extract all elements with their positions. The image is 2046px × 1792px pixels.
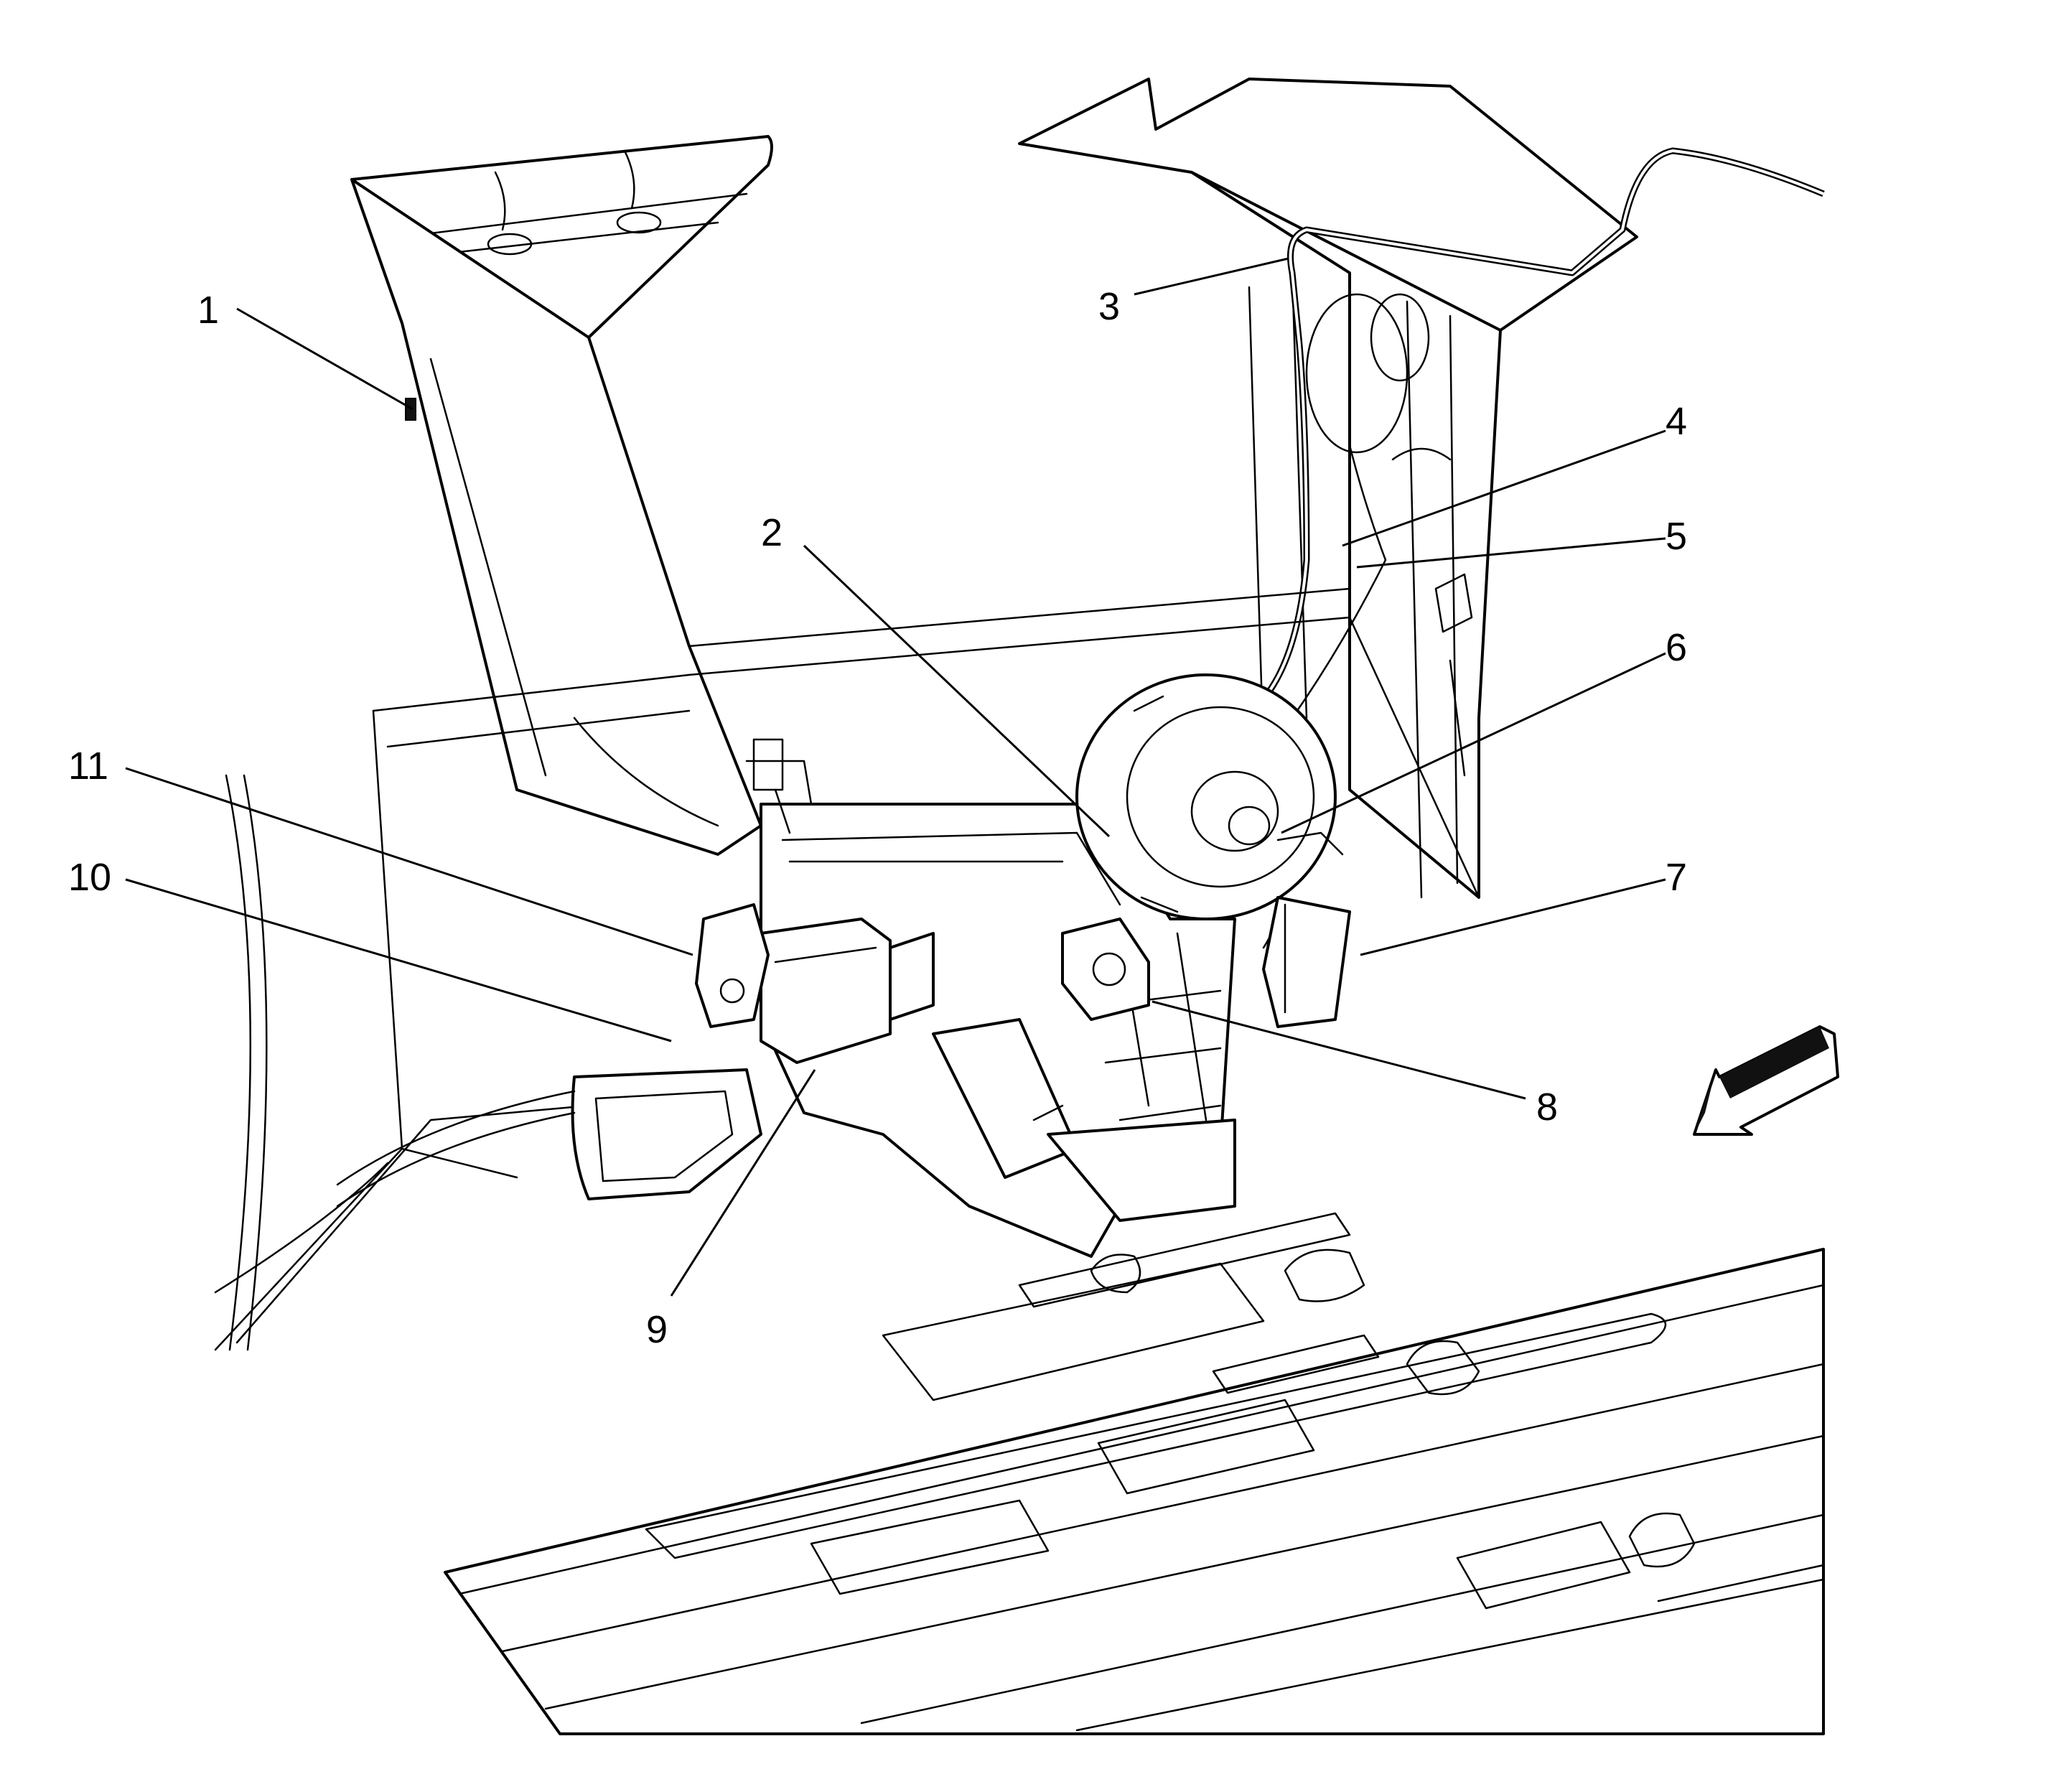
callout-4: 4 bbox=[1666, 400, 1687, 443]
callout-11: 11 bbox=[68, 745, 108, 788]
right-cowl-panel bbox=[1018, 78, 1638, 899]
callout-2: 2 bbox=[761, 511, 783, 554]
left-pillar-trim bbox=[214, 709, 590, 1351]
callout-8: 8 bbox=[1536, 1086, 1558, 1129]
actuator-mode bbox=[1061, 918, 1150, 1021]
actuator-temperature bbox=[695, 903, 770, 1028]
callout-6: 6 bbox=[1666, 626, 1687, 669]
floor-duct-left bbox=[350, 135, 773, 856]
blower-housing bbox=[1075, 673, 1344, 920]
heater-pipes bbox=[214, 1090, 576, 1294]
view-direction-arrow-icon bbox=[1693, 1025, 1839, 1136]
floor-pan bbox=[444, 1212, 1825, 1735]
hvac-control-module bbox=[760, 918, 935, 1064]
callout-5: 5 bbox=[1666, 515, 1687, 558]
callout-1: 1 bbox=[197, 289, 219, 332]
callout-10: 10 bbox=[68, 856, 111, 899]
leader-lines bbox=[125, 257, 1666, 1297]
duct-outlet-lower bbox=[571, 1018, 1236, 1222]
callout-9: 9 bbox=[646, 1308, 668, 1351]
blower-control-module bbox=[1262, 896, 1351, 1028]
callout-7: 7 bbox=[1666, 856, 1687, 899]
callout-3: 3 bbox=[1098, 285, 1120, 328]
bulkhead-panel bbox=[372, 587, 1480, 899]
